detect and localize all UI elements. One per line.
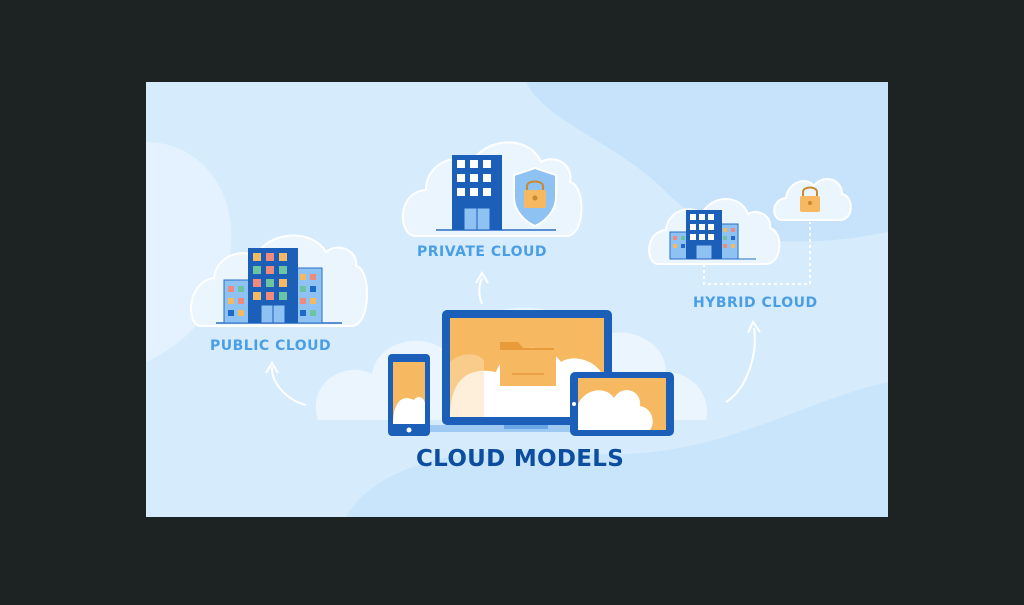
hybrid-cloud-label: HYBRID CLOUD — [693, 295, 818, 311]
public-cloud-group — [190, 234, 368, 327]
public-building-left-icon — [223, 279, 251, 324]
hybrid-dashed-connector — [703, 222, 811, 285]
hybrid-cloud-group — [648, 178, 852, 285]
background-blob-left — [146, 142, 232, 362]
public-arrow-icon — [270, 366, 307, 406]
hybrid-arrow-icon — [725, 327, 756, 403]
background-blob-bottom — [346, 382, 888, 517]
hybrid-building-left-icon — [669, 231, 689, 260]
private-cloud-label: PRIVATE CLOUD — [417, 244, 547, 260]
folder-icon — [500, 342, 556, 386]
public-cloud-label: PUBLIC CLOUD — [210, 338, 332, 354]
public-building-right-icon — [295, 267, 323, 324]
cloud-models-illustration — [146, 82, 888, 517]
illustration-panel: PUBLIC CLOUD PRIVATE CLOUD HYBRID CLOUD … — [146, 82, 888, 517]
private-arrow-icon — [478, 277, 483, 305]
tablet-icon — [570, 372, 674, 436]
cloud-models-title: CLOUD MODELS — [416, 446, 625, 472]
phone-icon — [388, 354, 430, 436]
private-cloud-group — [402, 141, 583, 237]
hybrid-building-right-icon — [719, 223, 739, 260]
